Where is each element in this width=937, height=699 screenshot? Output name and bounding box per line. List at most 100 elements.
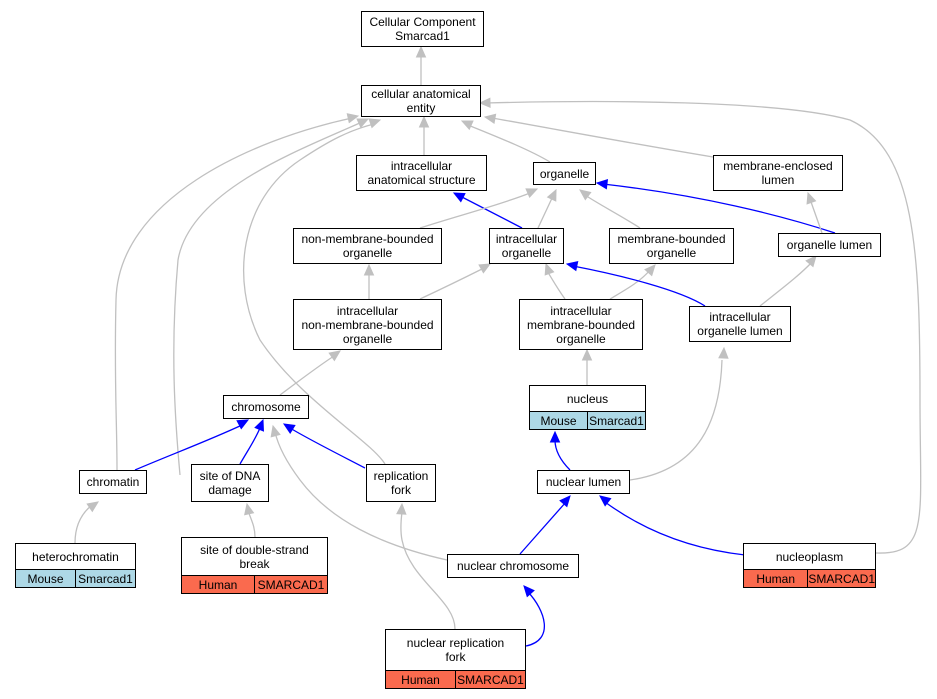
- node-organelle[interactable]: organelle: [533, 162, 596, 185]
- species-tag: Human: [386, 671, 455, 688]
- node-label-line: intracellular: [495, 232, 558, 246]
- node-label-line: organelle: [342, 331, 393, 346]
- edge-rf-cae: [243, 123, 386, 465]
- node-label-line: membrane-bounded: [526, 317, 636, 332]
- node-chromatin[interactable]: chromatin: [79, 470, 147, 494]
- edge-io-organelle: [537, 195, 554, 229]
- edge-iol-io: [572, 265, 706, 307]
- arrowhead-organelle-cae: [460, 120, 474, 131]
- arrowhead-nrf-nc: [523, 585, 535, 598]
- node-chromosome[interactable]: chromosome: [223, 395, 309, 419]
- edge-rf-chromosome: [289, 427, 366, 469]
- node-nl[interactable]: nuclear lumen: [537, 470, 630, 494]
- arrowhead-np-nl: [599, 495, 612, 507]
- arrowhead-chromosome-inmbo: [328, 350, 341, 362]
- arrowhead-nc-nl: [559, 495, 571, 508]
- node-nc[interactable]: nuclear chromosome: [447, 554, 579, 578]
- node-label-line: organelle: [539, 166, 590, 181]
- arrowhead-nl-iol: [718, 346, 729, 359]
- node-label-line: intracellular: [550, 303, 612, 318]
- arrowhead-rf-chromosome: [282, 423, 296, 434]
- node-label-line: anatomical structure: [367, 173, 476, 187]
- edge-hetero-chromatin: [74, 504, 93, 544]
- arrowhead-io-organelle: [546, 188, 557, 202]
- arrowhead-mbo-organelle: [579, 189, 592, 201]
- arrowhead-cae-root: [415, 45, 427, 58]
- node-label-line: site of double-strand: [200, 542, 309, 557]
- species-tag: Human: [744, 570, 808, 587]
- edge-nmbo-organelle: [419, 192, 531, 229]
- species-tag: Human: [182, 576, 254, 593]
- arrowhead-ol-organelle: [595, 178, 609, 190]
- node-label-line: intracellular: [336, 303, 399, 318]
- arrowhead-iol-io: [565, 260, 579, 272]
- node-label-line: chromatin: [86, 475, 140, 489]
- node-label-line: site of DNA: [199, 469, 261, 483]
- node-label: organelle lumen: [779, 234, 880, 256]
- arrowhead-chromatin-chromosome: [236, 419, 250, 430]
- node-label-line: membrane-enclosed: [723, 159, 833, 173]
- arrowhead-rf-cae: [368, 118, 382, 129]
- node-label-line: nuclear chromosome: [456, 559, 570, 573]
- node-label: nucleus: [530, 386, 645, 411]
- node-label-line: cellular anatomical: [371, 87, 471, 101]
- arrowhead-nmbo-organelle: [525, 188, 539, 199]
- gene-tag: Smarcad1: [75, 570, 135, 587]
- arrowhead-sdsb-sdd: [244, 502, 255, 516]
- edge-sdd-chromosome: [239, 427, 261, 465]
- node-label-line: fork: [445, 650, 466, 664]
- arrowhead-imbo-mbo: [644, 264, 656, 277]
- node-ol[interactable]: organelle lumen: [778, 233, 881, 257]
- arrowhead-ol-mel: [806, 191, 817, 205]
- node-label-line: organelle lumen: [786, 238, 873, 252]
- node-label: nucleoplasm: [744, 544, 875, 569]
- edge-nrf-nc: [525, 591, 545, 647]
- gene-tag: SMARCAD1: [807, 570, 875, 587]
- node-label-line: nuclear replication: [406, 636, 505, 650]
- arrowhead-imbo-io: [544, 262, 555, 276]
- edge-ol-mel: [809, 198, 823, 234]
- arrowhead-nucleus-imbo: [581, 348, 593, 361]
- graph-edges: [74, 45, 922, 647]
- arrowhead-mel-cae: [483, 113, 497, 124]
- node-label-line: non-membrane-bounded: [301, 232, 434, 246]
- node-label: organelle: [534, 163, 595, 184]
- node-label: chromatin: [80, 471, 146, 493]
- node-label-line: damage: [208, 483, 252, 497]
- node-label-line: organelle: [501, 246, 552, 260]
- arrowhead-np-cae: [478, 97, 491, 109]
- edge-nl-iol: [629, 359, 723, 481]
- arrowhead-nl-nucleus: [549, 430, 561, 443]
